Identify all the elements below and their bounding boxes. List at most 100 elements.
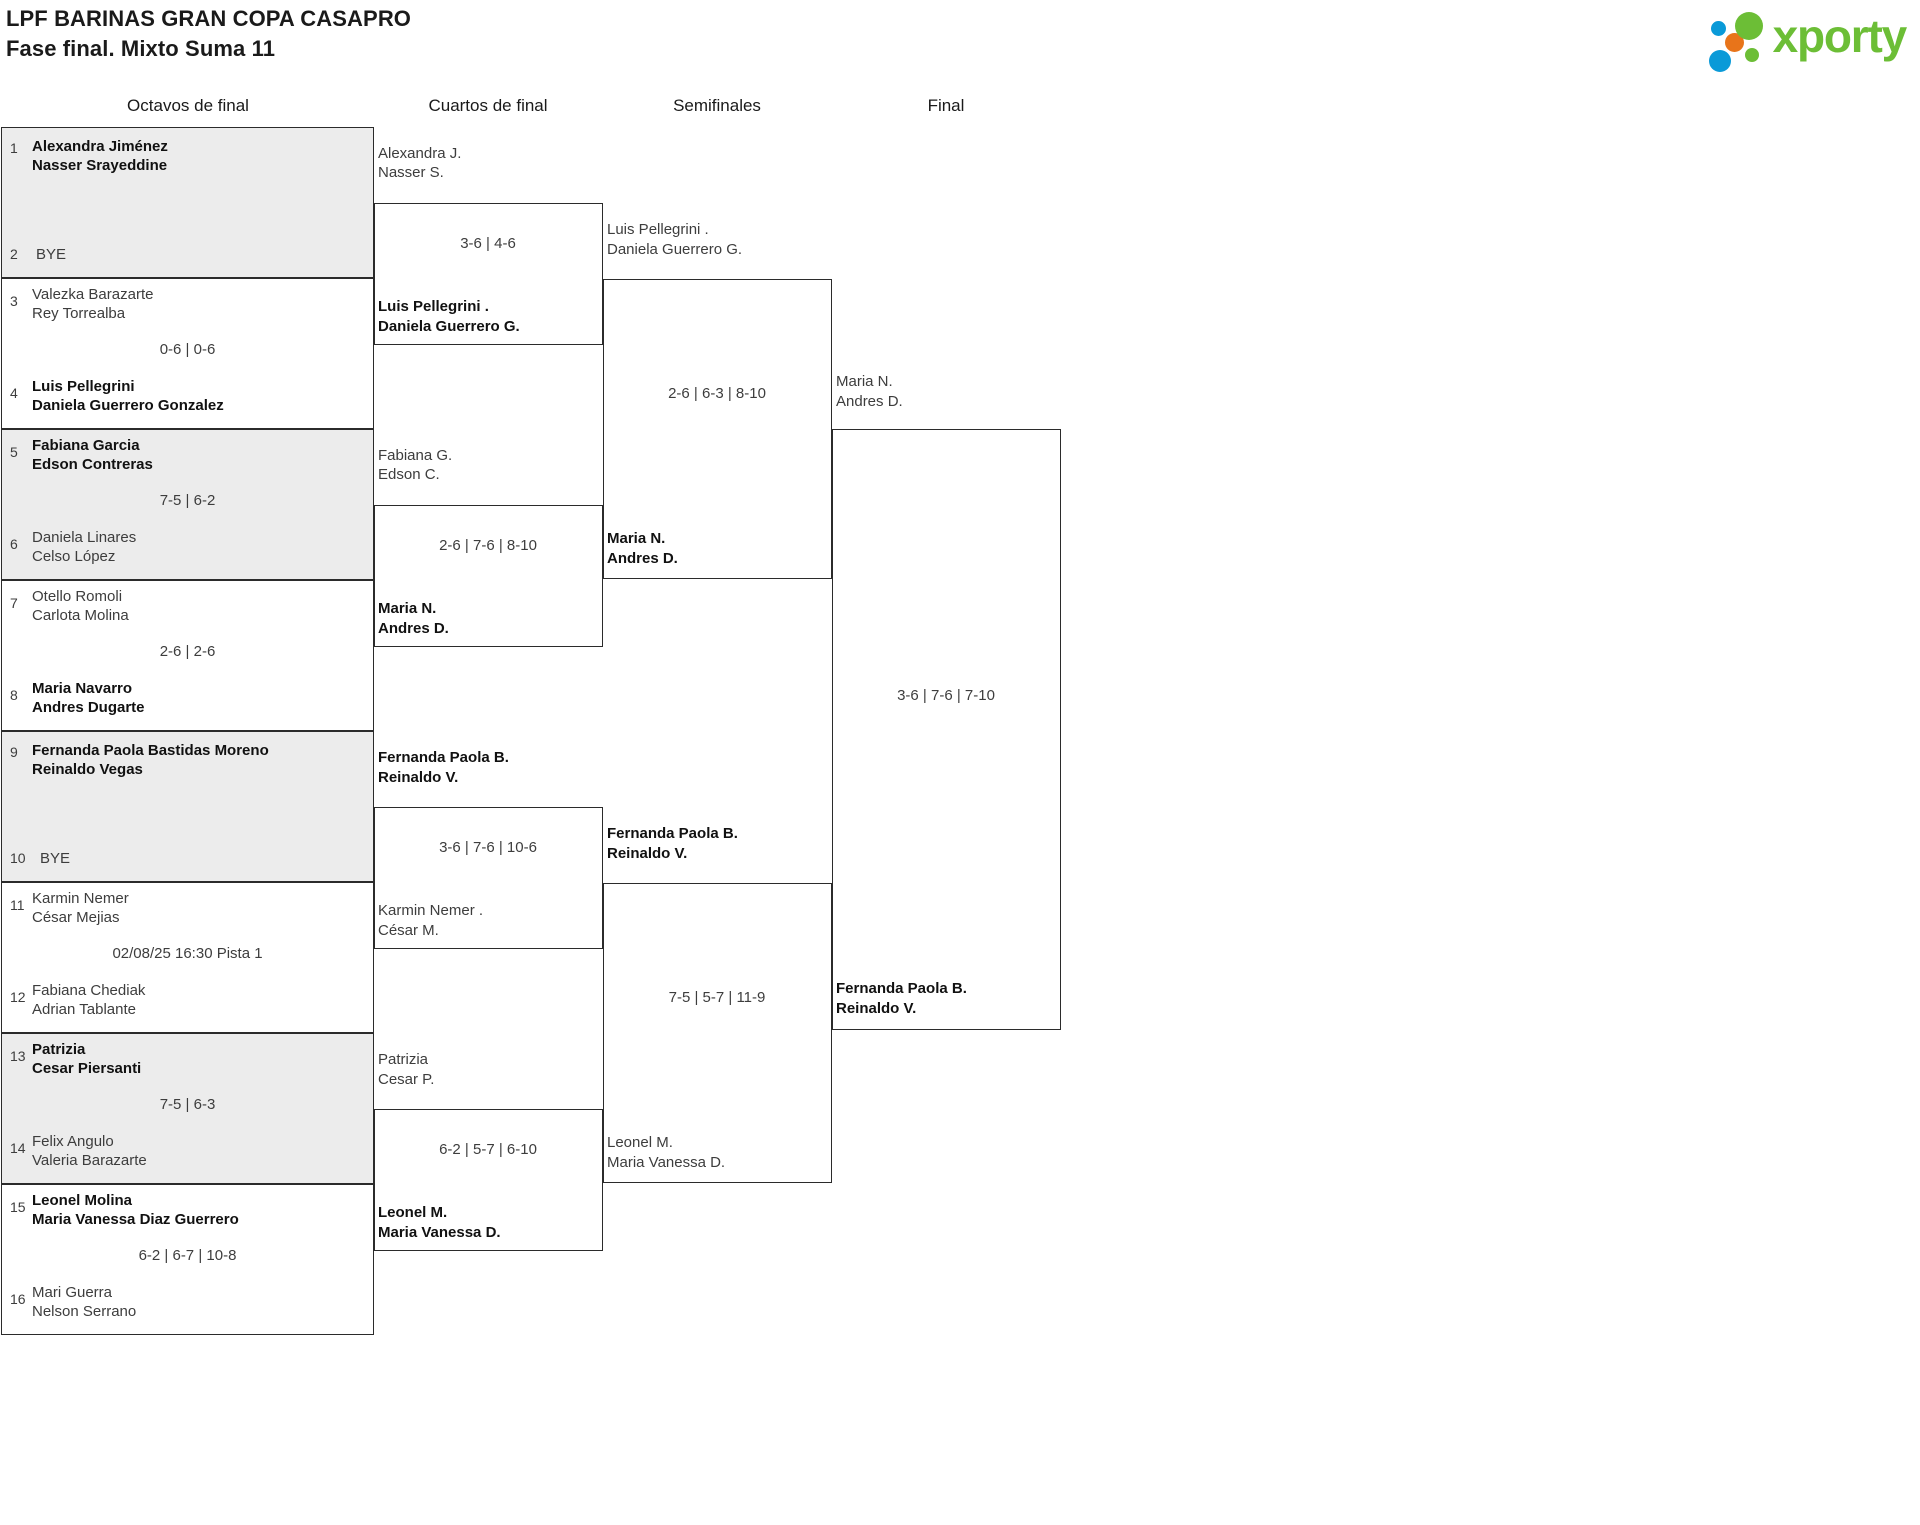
r3-team-line1: Luis Pellegrini . (607, 221, 709, 238)
r1-match-7[interactable]: 13 Patrizia Cesar Piersanti 7-5 | 6-3 14… (1, 1033, 374, 1184)
seed-number: 15 (10, 1199, 26, 1215)
r2-team-line1: Karmin Nemer . (378, 902, 484, 919)
r2-team-line2: Reinaldo V. (378, 769, 459, 786)
r2-team-line1: Fernanda Paola B. (378, 749, 509, 766)
match-score: 0-6 | 0-6 (159, 341, 216, 358)
team-name-line2: César Mejias (32, 909, 120, 926)
r2-team-line1: Fabiana G. (378, 447, 453, 464)
r2-team-line2: Maria Vanessa D. (378, 1224, 501, 1241)
r4-team-line1: Maria N. (836, 373, 893, 390)
r2-match-3[interactable] (374, 807, 603, 949)
match-score: 3-6 | 7-6 | 10-6 (439, 839, 537, 856)
match-schedule: 02/08/25 16:30 Pista 1 (112, 945, 263, 962)
seed-number: 3 (10, 293, 18, 309)
r3-match-2[interactable] (603, 883, 832, 1183)
seed-number: 7 (10, 595, 18, 611)
seed-number: 9 (10, 744, 18, 760)
team-name-line1: Fabiana Garcia (32, 437, 140, 454)
team-name-line1: Otello Romoli (32, 588, 123, 605)
seed-number: 16 (10, 1291, 26, 1307)
team-name-line2: Maria Vanessa Diaz Guerrero (32, 1211, 239, 1228)
tournament-title: LPF BARINAS GRAN COPA CASAPRO Fase final… (6, 4, 411, 64)
team-name-line2: Edson Contreras (32, 456, 153, 473)
r3-team-line1: Fernanda Paola B. (607, 825, 738, 842)
round-header-octavos: Octavos de final (127, 96, 249, 115)
xporty-logo[interactable]: xporty (1708, 8, 1908, 72)
team-name-line1: Felix Angulo (32, 1133, 114, 1150)
r2-match-1[interactable] (374, 203, 603, 345)
team-name-line2: Daniela Guerrero Gonzalez (32, 397, 224, 414)
r2-team-line1: Alexandra J. (378, 145, 462, 162)
r4-team-line2: Reinaldo V. (836, 1000, 917, 1017)
seed-number: 8 (10, 687, 18, 703)
team-name-line1: Valezka Barazarte (32, 286, 154, 303)
seed-number: 4 (10, 385, 18, 401)
team-name-line2: Celso López (32, 548, 116, 565)
team-name-line1: Fernanda Paola Bastidas Moreno (32, 742, 269, 759)
r1-match-5[interactable]: 9 Fernanda Paola Bastidas Moreno Reinald… (1, 731, 374, 882)
match-score: 3-6 | 4-6 (460, 235, 516, 252)
tournament-phase: Fase final. Mixto Suma 11 (6, 36, 276, 61)
r4-match-final[interactable] (832, 429, 1061, 1030)
team-name-line1: Karmin Nemer (32, 890, 129, 907)
team-name-line1: Leonel Molina (32, 1192, 133, 1209)
r3-team-line1: Maria N. (607, 530, 666, 547)
team-name-line1: Alexandra Jiménez (32, 138, 168, 155)
r2-team-line2: Daniela Guerrero G. (378, 318, 520, 335)
r2-team-line1: Maria N. (378, 600, 437, 617)
tournament-name: LPF BARINAS GRAN COPA CASAPRO (6, 6, 412, 31)
seed-number: 6 (10, 536, 18, 552)
match-score: 2-6 | 2-6 (159, 643, 216, 660)
match-score: 7-5 | 6-2 (159, 492, 216, 509)
seed-number: 1 (10, 140, 18, 156)
team-name-line2: Adrian Tablante (32, 1001, 136, 1018)
team-name-line2: Carlota Molina (32, 607, 129, 624)
r2-team-line1: Luis Pellegrini . (378, 298, 489, 315)
xporty-dots-icon (1708, 10, 1769, 72)
team-name-line2: Cesar Piersanti (32, 1060, 142, 1077)
r4-team-line2: Andres D. (836, 393, 903, 410)
seed-number: 13 (10, 1048, 26, 1064)
team-name-line2: Reinaldo Vegas (32, 761, 143, 778)
team-name-line2: Nasser Srayeddine (32, 157, 168, 174)
seed-number: 2 (10, 246, 18, 262)
r3-match-1[interactable] (603, 279, 832, 579)
team-name-line1: Patrizia (32, 1041, 86, 1058)
r1-match-6[interactable]: 11 Karmin Nemer César Mejias 02/08/25 16… (1, 882, 374, 1033)
team-name-line1: Mari Guerra (32, 1284, 113, 1301)
bye-label: BYE (40, 850, 71, 867)
r1-match-1[interactable]: 1 Alexandra Jiménez Nasser Srayeddine 2 … (1, 127, 374, 278)
r2-team-line1: Patrizia (378, 1051, 429, 1068)
team-name-line2: Rey Torrealba (32, 305, 126, 322)
bye-label: BYE (36, 246, 67, 263)
r1-match-4[interactable]: 7 Otello Romoli Carlota Molina 2-6 | 2-6… (1, 580, 374, 731)
seed-number: 14 (10, 1140, 26, 1156)
match-score: 7-5 | 6-3 (159, 1096, 216, 1113)
r4-team-line1: Fernanda Paola B. (836, 980, 967, 997)
r3-team-line1: Leonel M. (607, 1134, 673, 1151)
team-name-line1: Luis Pellegrini (32, 378, 135, 395)
match-score: 2-6 | 7-6 | 8-10 (439, 537, 537, 554)
team-name-line2: Nelson Serrano (32, 1303, 137, 1320)
r1-match-8[interactable]: 15 Leonel Molina Maria Vanessa Diaz Guer… (1, 1184, 374, 1335)
match-score: 6-2 | 5-7 | 6-10 (439, 1141, 537, 1158)
match-score: 6-2 | 6-7 | 10-8 (138, 1247, 237, 1264)
r2-team-line2: César M. (378, 922, 439, 939)
match-score: 3-6 | 7-6 | 7-10 (897, 687, 995, 704)
r2-team-line1: Leonel M. (378, 1204, 448, 1221)
seed-number: 12 (10, 989, 26, 1005)
r1-match-2[interactable]: 3 Valezka Barazarte Rey Torrealba 0-6 | … (1, 278, 374, 429)
r2-team-line2: Edson C. (378, 466, 440, 483)
team-name-line1: Maria Navarro (32, 680, 133, 697)
r3-team-line2: Maria Vanessa D. (607, 1154, 726, 1171)
team-name-line1: Daniela Linares (32, 529, 137, 546)
r2-match-2[interactable] (374, 505, 603, 647)
seed-number: 5 (10, 444, 18, 460)
xporty-wordmark: xporty (1772, 10, 1908, 62)
round-header-cuartos: Cuartos de final (428, 96, 548, 115)
team-name-line1: Fabiana Chediak (32, 982, 146, 999)
r1-match-3[interactable]: 5 Fabiana Garcia Edson Contreras 7-5 | 6… (1, 429, 374, 580)
team-name-line2: Andres Dugarte (32, 699, 145, 716)
r2-match-4[interactable] (374, 1109, 603, 1251)
